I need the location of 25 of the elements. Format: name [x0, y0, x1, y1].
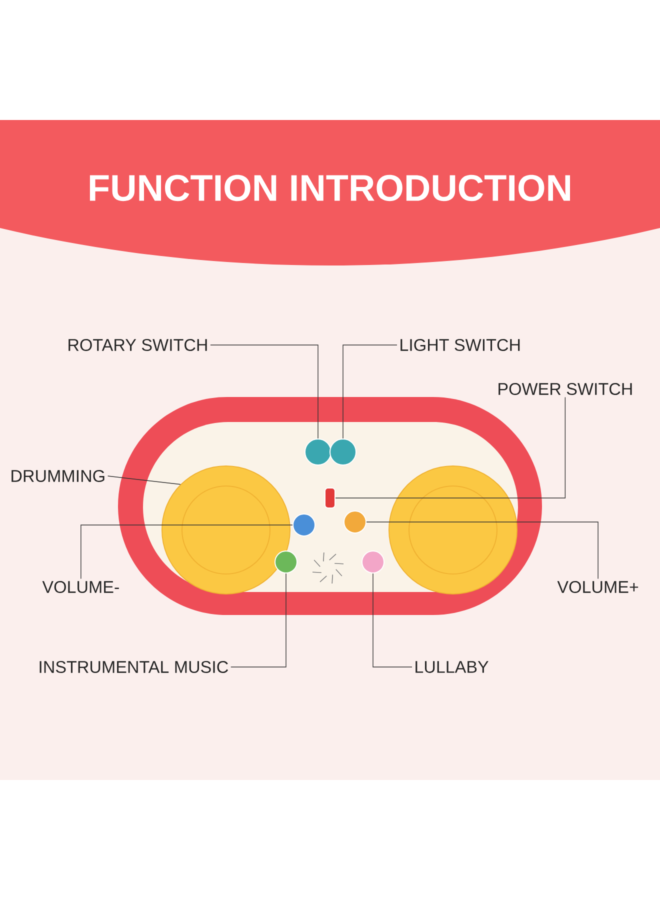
callout-label: VOLUME-	[42, 580, 119, 594]
instrumental-music-button	[274, 550, 298, 574]
callout-label: ROTARY SWITCH	[68, 338, 207, 352]
leader-line	[107, 476, 181, 485]
leader-line	[230, 573, 286, 668]
leader-line	[80, 524, 293, 580]
callout-label: LULLABY	[416, 661, 488, 673]
leader-line	[372, 573, 412, 668]
leader-line	[210, 344, 318, 439]
callout-label: DRUMMING	[12, 470, 104, 482]
leader-line	[366, 522, 598, 580]
rotary-switch-button	[304, 438, 332, 466]
callout-label: LIGHT SWITCH	[400, 338, 520, 352]
callout-label: INSTRUMENTAL MUSIC	[40, 660, 228, 674]
callout-label: POWER SWITCH	[498, 382, 632, 396]
title: FUNCTION INTRODUCTION	[90, 174, 570, 202]
drum-pad	[162, 466, 290, 594]
leader-line	[342, 344, 398, 439]
callout-label: VOLUME+	[557, 580, 638, 594]
volume-up-button	[344, 510, 366, 534]
lullaby-button	[362, 550, 384, 574]
power-switch	[324, 488, 336, 508]
volume-down-button	[292, 514, 316, 536]
leader-line	[335, 396, 566, 498]
light-switch-button	[330, 438, 356, 466]
